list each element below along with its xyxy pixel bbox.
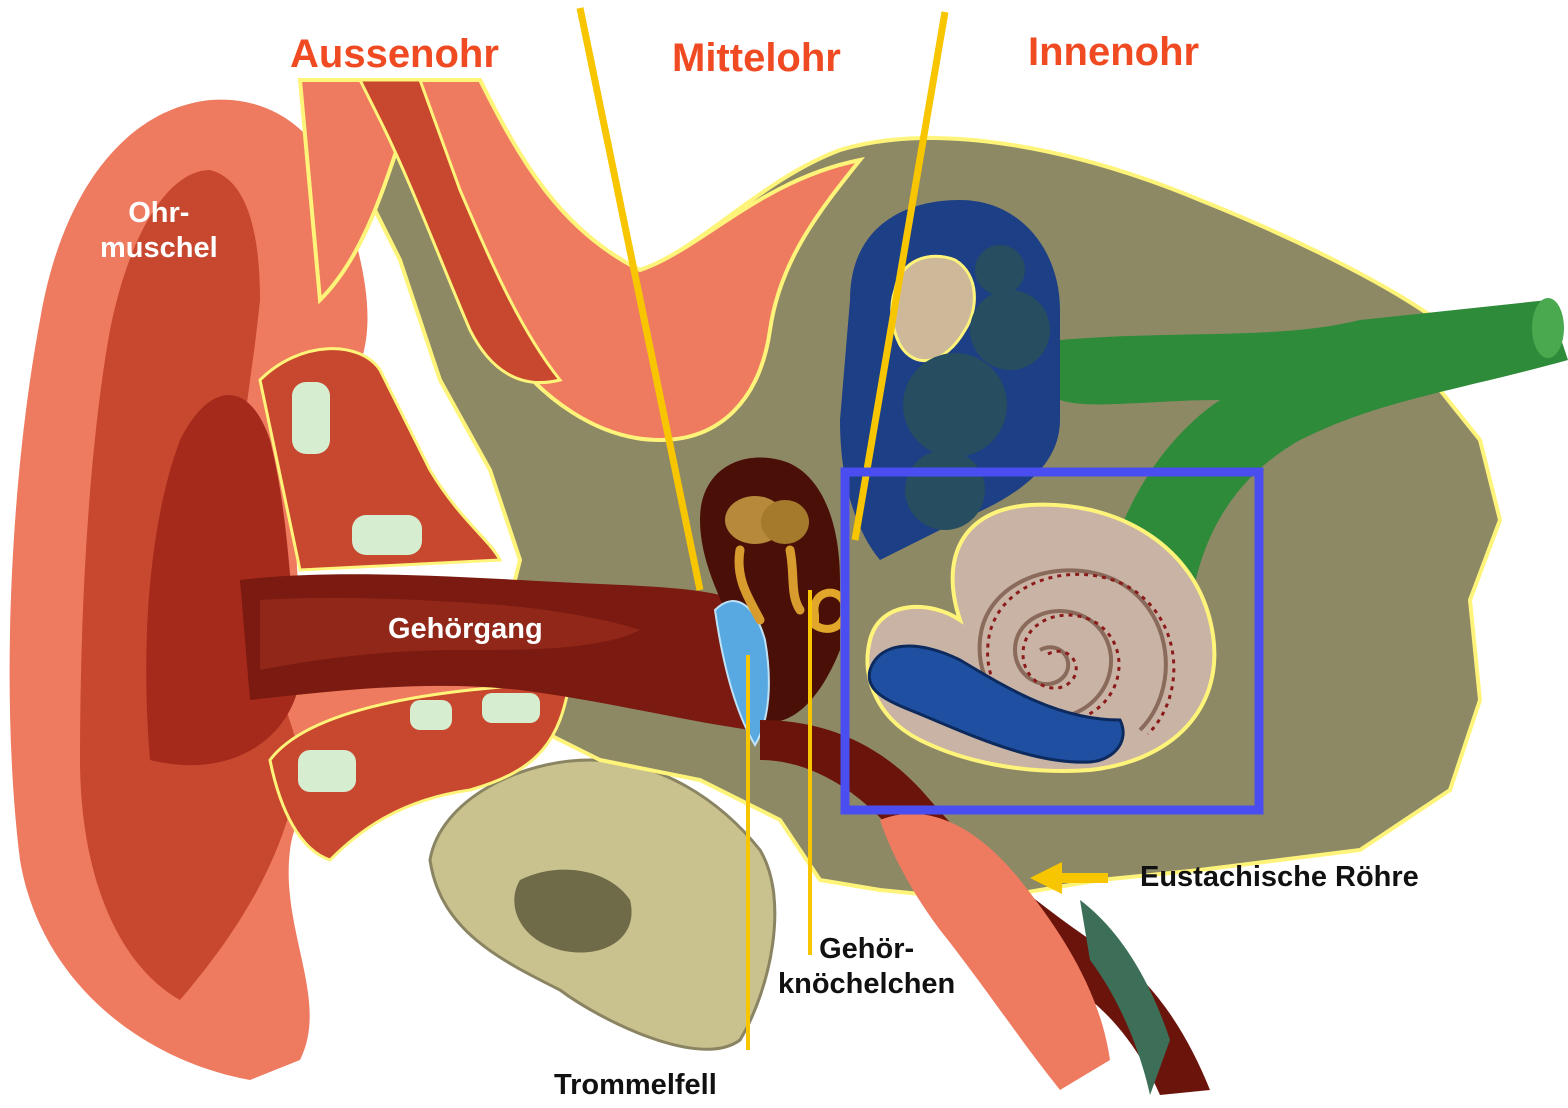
label-ear-canal: Gehörgang bbox=[388, 612, 543, 647]
vestibule-ball-1 bbox=[970, 290, 1050, 370]
section-label-outer-ear: Aussenohr bbox=[290, 32, 499, 77]
vestibule-ball-4 bbox=[975, 245, 1025, 295]
ossicle-incus-head bbox=[761, 500, 809, 544]
label-pinna-line1: Ohr- bbox=[100, 196, 218, 231]
label-eustachian-tube: Eustachische Röhre bbox=[1140, 860, 1419, 895]
cartilage-spot-2 bbox=[352, 515, 422, 555]
label-eardrum: Trommelfell bbox=[554, 1068, 717, 1103]
section-label-inner-ear: Innenohr bbox=[1028, 30, 1199, 75]
label-pinna-line2: muschel bbox=[100, 231, 218, 266]
label-ossicles-line2: knöchelchen bbox=[778, 967, 955, 1002]
label-ossicles: Gehör- knöchelchen bbox=[778, 932, 955, 1002]
vestibule-ball-2 bbox=[903, 353, 1007, 457]
vestibule-ball-3 bbox=[905, 450, 985, 530]
label-pinna: Ohr- muschel bbox=[100, 196, 218, 266]
cartilage-spot-3 bbox=[298, 750, 356, 792]
section-label-middle-ear: Mittelohr bbox=[672, 36, 841, 81]
cartilage-spot-1 bbox=[292, 382, 330, 454]
nerve-end bbox=[1532, 298, 1564, 358]
label-ossicles-line1: Gehör- bbox=[778, 932, 955, 967]
cartilage-spot-4 bbox=[410, 700, 452, 730]
cartilage-spot-5 bbox=[482, 693, 540, 723]
